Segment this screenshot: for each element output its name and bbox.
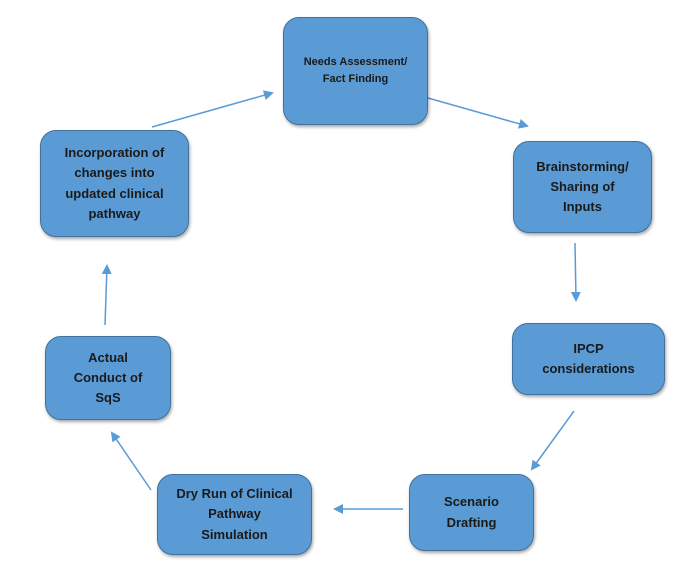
node-label: Incorporation of changes into updated cl… [64, 145, 165, 221]
node-label: Scenario Drafting [444, 494, 499, 530]
node-label: Needs Assessment/ Fact Finding [303, 55, 408, 85]
node-label: IPCP considerations [542, 340, 635, 376]
arrow-needs-to-brainstorming [427, 97, 529, 129]
arrow-incorporation-to-needs [151, 90, 274, 128]
arrow-brainstorming-to-ipcp [570, 242, 581, 302]
node-label: Dry Run of Clinical Pathway Simulation [176, 486, 293, 542]
node-brainstorming: Brainstorming/ Sharing of Inputs [513, 141, 652, 233]
arrow-dryrun-to-actual [110, 431, 152, 491]
arrow-actual-to-incorporation [101, 264, 112, 326]
node-ipcp-considerations: IPCP considerations [512, 323, 665, 395]
node-dry-run: Dry Run of Clinical Pathway Simulation [157, 474, 312, 555]
node-actual-conduct: Actual Conduct of SqS [45, 336, 171, 420]
node-label: Brainstorming/ Sharing of Inputs [536, 158, 629, 215]
arrow-ipcp-to-scenario [530, 410, 575, 471]
node-scenario-drafting: Scenario Drafting [409, 474, 534, 551]
node-needs-assessment: Needs Assessment/ Fact Finding [283, 17, 428, 125]
node-incorporation-of-changes: Incorporation of changes into updated cl… [40, 130, 189, 237]
node-label: Actual Conduct of SqS [73, 349, 143, 406]
